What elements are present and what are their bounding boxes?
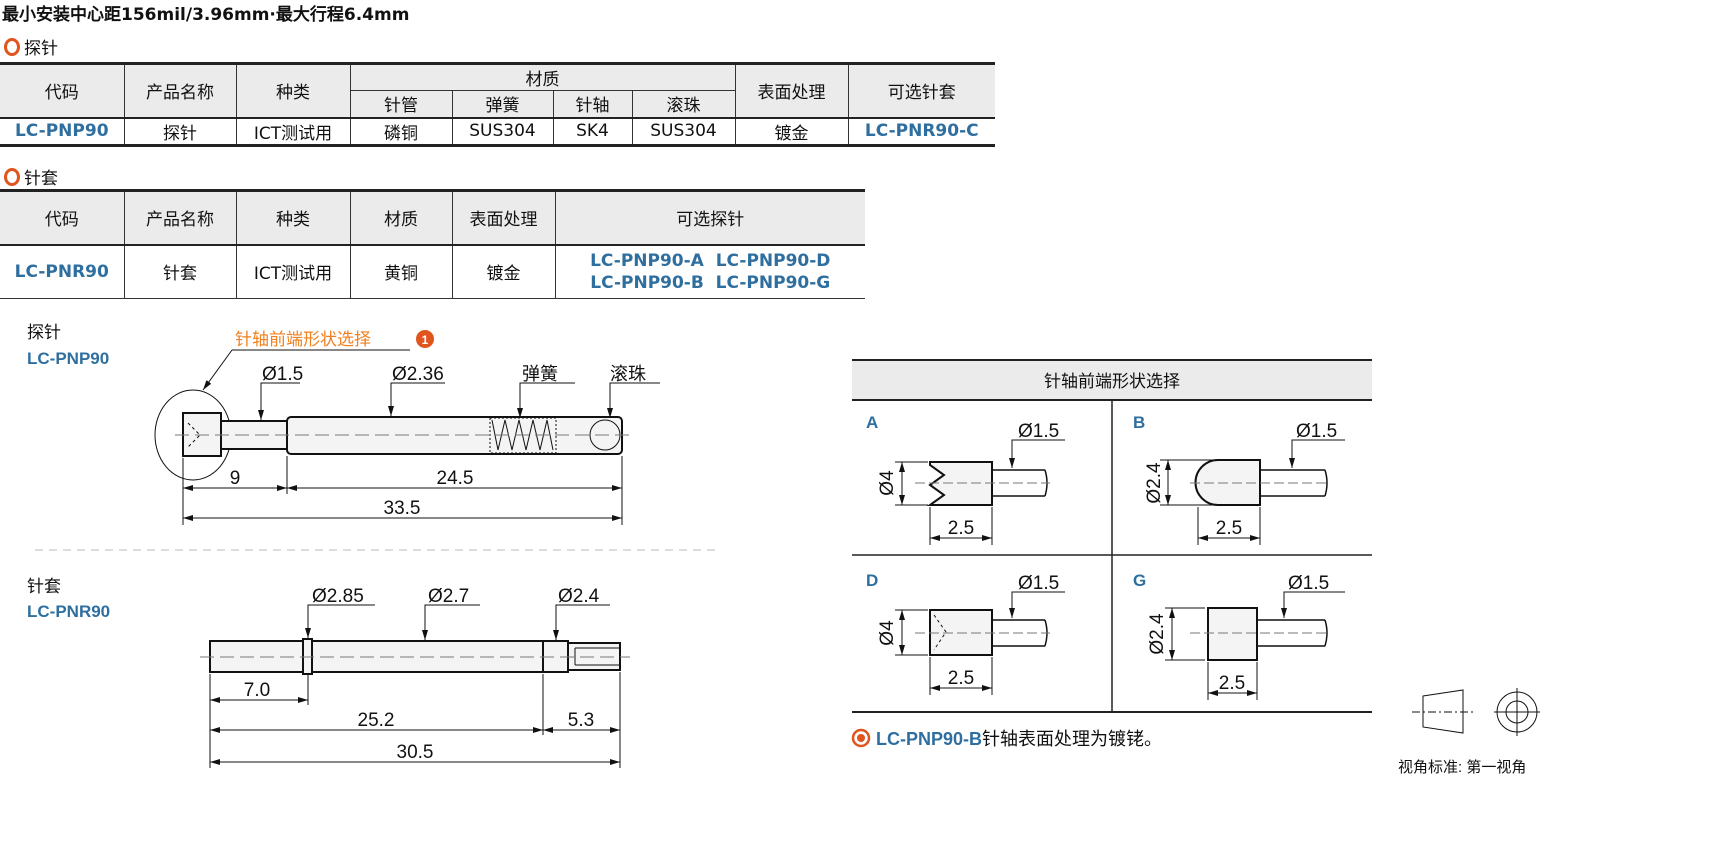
tip-b-dia: Ø2.4 <box>1144 462 1165 504</box>
header-finish: 表面处理 <box>451 190 556 246</box>
cell-finish: 镀金 <box>734 117 849 146</box>
sleeve-drawing-code: LC-PNR90 <box>27 602 110 621</box>
probe-drawing <box>154 349 660 525</box>
header-finish: 表面处理 <box>734 63 849 119</box>
dim-d2: Ø2.36 <box>392 364 444 385</box>
tip-g-shaft: Ø1.5 <box>1288 573 1329 594</box>
option-link[interactable]: LC-PNP90-D <box>715 250 831 271</box>
header-type: 种类 <box>235 63 351 119</box>
dim-l1: 9 <box>230 468 241 489</box>
section-label: 针套 <box>24 169 58 189</box>
option-link[interactable]: LC-PNP90-G <box>715 272 831 293</box>
header-option: 可选探针 <box>554 190 865 246</box>
dim-total: 30.5 <box>397 742 434 763</box>
table-row: LC-PNP90 探针 ICT测试用 磷铜 SUS304 SK4 SUS304 … <box>0 117 995 146</box>
tip-b-len: 2.5 <box>1216 518 1242 539</box>
cell-name: 探针 <box>123 117 237 146</box>
probe-spec-table: 代码 产品名称 种类 材质 表面处理 可选针套 针管 弹簧 针轴 滚珠 LC-P… <box>0 62 995 147</box>
tip-letter-b: B <box>1133 413 1145 432</box>
header-code: 代码 <box>0 63 125 119</box>
cell-code[interactable]: LC-PNR90 <box>0 244 125 299</box>
ring-bullet-icon <box>4 37 20 56</box>
header-material: 材质 <box>349 63 736 91</box>
tip-shape-panel: 针轴前端形状选择 <box>852 359 1372 713</box>
cell-options: LC-PNP90-A LC-PNP90-D LC-PNP90-B LC-PNP9… <box>554 244 865 299</box>
cell-option[interactable]: LC-PNR90-C <box>847 117 995 146</box>
probe-drawing-name: 探针 <box>27 323 61 342</box>
dim-total: 33.5 <box>384 498 421 519</box>
callout-number-icon <box>416 330 434 348</box>
sleeve-drawing-name: 针套 <box>27 577 61 596</box>
note-code: LC-PNP90-B <box>876 729 982 749</box>
tip-letter-g: G <box>1133 571 1146 590</box>
tip-a-shaft: Ø1.5 <box>1018 421 1059 442</box>
tip-b-shaft: Ø1.5 <box>1296 421 1337 442</box>
tip-letter-a: A <box>866 413 878 432</box>
first-angle-projection-icon <box>1412 688 1540 736</box>
cell-type: ICT测试用 <box>235 117 351 146</box>
ring-bullet-icon <box>4 167 20 186</box>
note: LC-PNP90-B针轴表面处理为镀铑。 <box>876 729 1162 749</box>
cell-tube: 磷铜 <box>349 117 453 146</box>
option-link[interactable]: LC-PNP90-A <box>590 250 704 271</box>
header-tube: 针管 <box>350 90 453 119</box>
label-ball: 滚珠 <box>610 364 646 384</box>
header-type: 种类 <box>235 190 351 246</box>
header-material: 材质 <box>349 190 453 246</box>
dim-d2: Ø2.7 <box>428 586 469 607</box>
projection-standard: 视角标准: 第一视角 <box>1398 758 1526 776</box>
table-row: LC-PNR90 针套 ICT测试用 黄铜 镀金 LC-PNP90-A LC-P… <box>0 244 865 299</box>
tip-a-dia: Ø4 <box>877 470 898 496</box>
dim-l1: 7.0 <box>244 680 270 701</box>
tip-g-dia: Ø2.4 <box>1147 613 1168 655</box>
header-plunger: 针轴 <box>552 90 633 119</box>
header-name: 产品名称 <box>123 63 237 119</box>
probe-drawing-code: LC-PNP90 <box>27 349 109 368</box>
tip-letter-d: D <box>866 571 878 590</box>
dim-l2: 25.2 <box>358 710 395 731</box>
sleeve-drawing <box>200 604 630 768</box>
note-text: 针轴表面处理为镀铑。 <box>982 729 1162 749</box>
header-ball: 滚珠 <box>631 90 735 119</box>
cell-spring: SUS304 <box>451 117 554 146</box>
cell-plunger: SK4 <box>552 117 633 146</box>
target-bullet-icon <box>851 728 871 748</box>
cell-code[interactable]: LC-PNP90 <box>0 117 125 146</box>
option-link[interactable]: LC-PNP90-B <box>590 272 704 293</box>
dim-d3: Ø2.4 <box>558 586 600 607</box>
tip-drawings <box>895 439 1345 700</box>
section-label: 探针 <box>24 39 58 59</box>
tip-callout: 针轴前端形状选择 <box>235 330 371 349</box>
tip-d-shaft: Ø1.5 <box>1018 573 1059 594</box>
probe-section-heading: 探针 <box>4 34 58 59</box>
header-code: 代码 <box>0 190 125 246</box>
header-name: 产品名称 <box>123 190 237 246</box>
label-spring: 弹簧 <box>522 364 558 384</box>
tip-d-dia: Ø4 <box>877 620 898 646</box>
dim-d1: Ø2.85 <box>312 586 364 607</box>
callout-number: 1 <box>422 333 429 347</box>
header-spring: 弹簧 <box>451 90 554 119</box>
dim-d1: Ø1.5 <box>262 364 303 385</box>
cell-material: 黄铜 <box>349 244 453 299</box>
cell-finish: 镀金 <box>451 244 556 299</box>
cell-name: 针套 <box>123 244 237 299</box>
sleeve-spec-table: 代码 产品名称 种类 材质 表面处理 可选探针 LC-PNR90 针套 ICT测… <box>0 189 865 299</box>
page-title: 最小安装中心距156mil/3.96mm·最大行程6.4mm <box>2 5 410 25</box>
tip-a-len: 2.5 <box>948 518 974 539</box>
dim-l2: 24.5 <box>437 468 474 489</box>
tip-g-len: 2.5 <box>1219 673 1245 694</box>
dim-l3: 5.3 <box>568 710 594 731</box>
panel-header: 针轴前端形状选择 <box>1044 372 1180 391</box>
tip-d-len: 2.5 <box>948 668 974 689</box>
header-option: 可选针套 <box>847 63 995 119</box>
cell-type: ICT测试用 <box>235 244 351 299</box>
sleeve-section-heading: 针套 <box>4 164 58 189</box>
